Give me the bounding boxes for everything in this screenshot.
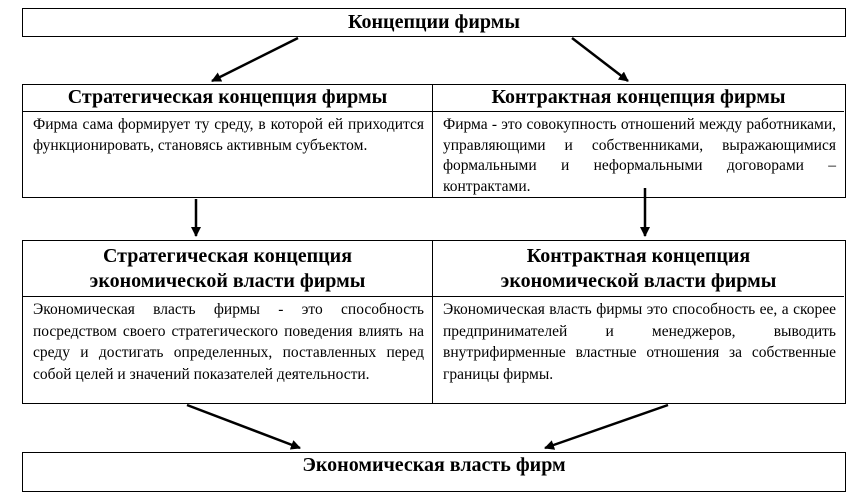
top-title: Концепции фирмы [348,11,520,33]
contract-power-title-line2: экономической власти фирмы [500,270,777,292]
firm-concepts-row: Стратегическая концепция фирмы Фирма сам… [22,84,846,198]
arrow-strategic-to-bottom [186,403,301,450]
contract-power-cell: Контрактная концепция экономической влас… [433,241,844,403]
contract-power-title: Контрактная концепция экономической влас… [433,241,844,297]
arrow-top-to-strategic [211,36,299,83]
strategic-power-text: Экономическая власть фирмы - это способн… [33,301,424,383]
strategic-power-cell: Стратегическая концепция экономической в… [23,241,433,403]
bottom-title: Экономическая власть фирм [302,454,566,476]
strategic-concept-cell: Стратегическая концепция фирмы Фирма сам… [23,85,433,197]
strategic-concept-text: Фирма сама формирует ту среду, в которой… [33,116,424,154]
contract-power-text: Экономическая власть фирмы это способнос… [443,301,836,383]
strategic-power-title-line2: экономической власти фирмы [89,270,366,292]
contract-power-title-line1: Контрактная концепция [526,245,751,267]
contract-concept-cell: Контрактная концепция фирмы Фирма - это … [433,85,844,197]
top-title-box: Концепции фирмы [22,8,846,37]
strategic-concept-title: Стратегическая концепция фирмы [23,85,432,112]
power-concepts-row: Стратегическая концепция экономической в… [22,240,846,404]
connector-arrows [186,36,669,450]
arrow-top-to-contract [571,37,629,82]
contract-concept-title: Контрактная концепция фирмы [433,85,844,112]
strategic-power-title: Стратегическая концепция экономической в… [23,241,432,297]
contract-concept-text: Фирма - это совокупность отношений между… [443,116,836,195]
strategic-power-title-line1: Стратегическая концепция [102,245,353,267]
arrow-contract-to-bottom [544,403,669,450]
